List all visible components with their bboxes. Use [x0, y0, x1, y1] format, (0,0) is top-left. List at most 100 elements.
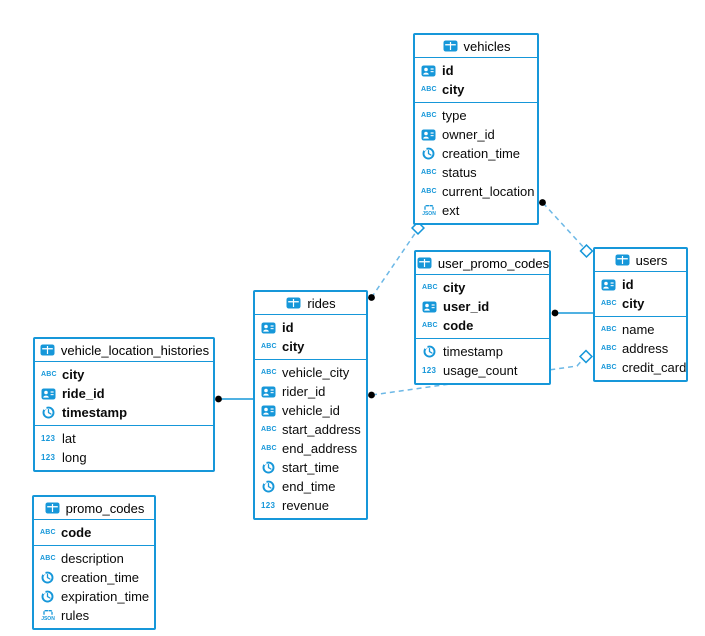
column-row-rides-end_time[interactable]: end_time	[255, 477, 366, 496]
string-icon: ABC	[421, 188, 437, 195]
column-row-user_promo_codes-user_id[interactable]: user_id	[416, 297, 549, 316]
json-icon: JSON	[420, 204, 437, 217]
relationship-dot-end	[368, 391, 375, 399]
svg-text:JSON: JSON	[41, 616, 55, 622]
string-icon: ABC	[40, 529, 56, 536]
column-name: ext	[442, 203, 460, 218]
column-row-users-city[interactable]: ABC city	[595, 294, 686, 313]
column-row-rides-vehicle_city[interactable]: ABC vehicle_city	[255, 363, 366, 382]
string-icon: ABC	[41, 371, 57, 378]
column-row-vehicles-id[interactable]: id	[415, 61, 537, 80]
table-header-vehicle_location_histories[interactable]: vehicle_location_histories	[35, 339, 213, 361]
column-row-rides-rider_id[interactable]: rider_id	[255, 382, 366, 401]
string-icon: ABC	[601, 364, 617, 371]
column-row-users-credit_card[interactable]: ABC credit_card	[595, 358, 686, 377]
column-name: start_address	[282, 422, 361, 437]
column-row-users-id[interactable]: id	[595, 275, 686, 294]
column-row-rides-vehicle_id[interactable]: vehicle_id	[255, 401, 366, 420]
string-icon: ABC	[40, 555, 56, 562]
table-header-user_promo_codes[interactable]: user_promo_codes	[416, 252, 549, 274]
column-row-promo_codes-code[interactable]: ABC code	[34, 523, 154, 542]
string-icon: ABC	[601, 345, 617, 352]
column-name: revenue	[282, 498, 329, 513]
column-row-rides-id[interactable]: id	[255, 318, 366, 337]
relationship-line-rides-users[interactable]	[371, 356, 586, 396]
table-icon	[416, 257, 433, 269]
table-header-vehicles[interactable]: vehicles	[415, 35, 537, 57]
relationship-line-vehicles-users[interactable]	[542, 202, 587, 251]
column-name: timestamp	[443, 344, 503, 359]
column-name: ride_id	[62, 386, 105, 401]
column-name: id	[442, 63, 454, 78]
column-name: expiration_time	[61, 589, 150, 604]
string-icon: ABC	[261, 343, 277, 350]
column-row-vehicles-ext[interactable]: JSON ext	[415, 201, 537, 220]
table-header-rides[interactable]: rides	[255, 292, 366, 314]
relationship-diamond-end	[579, 243, 594, 259]
string-icon: ABC	[421, 86, 437, 93]
timestamp-icon	[421, 345, 438, 358]
column-row-vehicles-creation_time[interactable]: creation_time	[415, 144, 537, 163]
timestamp-icon	[39, 571, 56, 584]
string-icon: ABC	[422, 322, 438, 329]
string-icon: ABC	[261, 369, 277, 376]
column-row-promo_codes-creation_time[interactable]: creation_time	[34, 568, 154, 587]
column-row-promo_codes-expiration_time[interactable]: expiration_time	[34, 587, 154, 606]
column-name: owner_id	[442, 127, 495, 142]
column-row-user_promo_codes-timestamp[interactable]: timestamp	[416, 342, 549, 361]
primary-key-section: ABC code	[34, 519, 154, 545]
table-icon	[614, 254, 631, 266]
column-name: long	[62, 450, 87, 465]
column-name: vehicle_city	[282, 365, 350, 380]
column-row-vehicle_location_histories-ride_id[interactable]: ride_id	[35, 384, 213, 403]
column-name: credit_card	[622, 360, 687, 375]
column-name: city	[622, 296, 645, 311]
column-name: status	[442, 165, 477, 180]
column-name: creation_time	[61, 570, 140, 585]
column-row-vehicle_location_histories-timestamp[interactable]: timestamp	[35, 403, 213, 422]
relationship-dot-end	[539, 199, 546, 206]
string-icon: ABC	[601, 300, 617, 307]
uuid-icon	[600, 279, 617, 291]
column-row-rides-start_time[interactable]: start_time	[255, 458, 366, 477]
relationship-line-rides-vehicles[interactable]	[370, 228, 419, 298]
table-header-users[interactable]: users	[595, 249, 686, 271]
column-name: usage_count	[443, 363, 518, 378]
column-name: type	[442, 108, 467, 123]
svg-text:JSON: JSON	[422, 211, 436, 217]
column-name: code	[61, 525, 92, 540]
column-row-vehicles-owner_id[interactable]: owner_id	[415, 125, 537, 144]
table-header-promo_codes[interactable]: promo_codes	[34, 497, 154, 519]
table-title: user_promo_codes	[437, 255, 550, 271]
column-name: user_id	[443, 299, 490, 314]
